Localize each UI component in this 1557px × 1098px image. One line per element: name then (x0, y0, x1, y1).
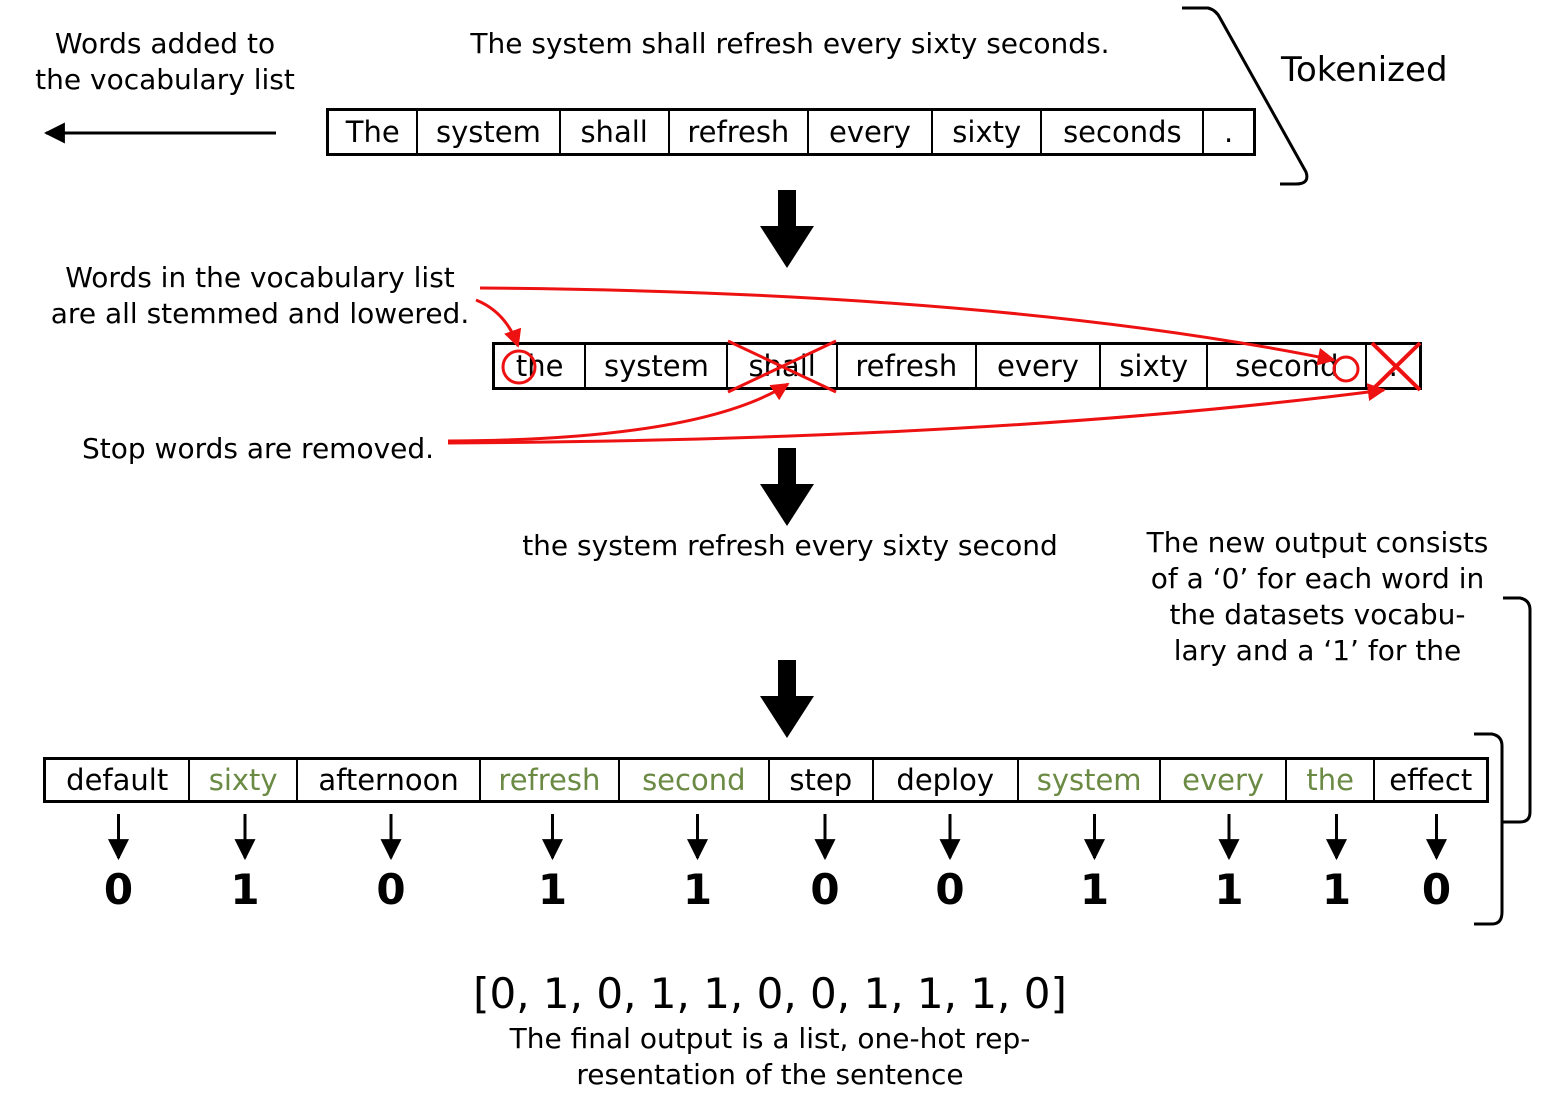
vocab-row-bracket (1474, 732, 1504, 926)
vocab-cell-9: the (1287, 760, 1376, 800)
token-cell-5: sixty (933, 111, 1043, 153)
stem-arrow-second (479, 286, 1336, 366)
bit-value-8: 1 (1214, 865, 1244, 914)
bit-value-2: 0 (376, 865, 406, 914)
vocab-added-label: Words added to the vocabulary list (35, 27, 295, 96)
token-cell-1: system (418, 111, 561, 153)
vocab-cell-8: every (1161, 760, 1287, 800)
vocab-cell-2: afternoon (298, 760, 482, 800)
stemmed-cell-3: refresh (838, 345, 977, 387)
vocab-cell-7: system (1019, 760, 1162, 800)
note-bracket (1503, 596, 1532, 824)
token-cell-6: seconds (1042, 111, 1205, 153)
cross-shall (727, 339, 837, 394)
vocab-cell-0: default (46, 760, 191, 800)
final-vector: [0, 1, 0, 1, 1, 0, 0, 1, 1, 1, 0] (473, 969, 1067, 1018)
token-cell-3: refresh (670, 111, 809, 153)
down-arrow-2 (760, 448, 814, 526)
stem-circle-the (501, 349, 537, 385)
token-cell-7: . (1224, 115, 1234, 149)
original-sentence: The system shall refresh every sixty sec… (470, 27, 1110, 60)
bit-value-1: 1 (230, 865, 260, 914)
processed-sentence: the system refresh every sixty second (522, 529, 1058, 562)
stemmed-cell-5: sixty (1101, 345, 1209, 387)
stop-arrow-period (447, 383, 1386, 445)
tokenized-label: Tokenized (1281, 50, 1448, 90)
stemmed-cell-0: the (495, 345, 587, 387)
stem-circle-second (1332, 355, 1360, 383)
stem-arrow-the (475, 298, 522, 348)
vocab-cell-10: effect (1389, 763, 1473, 797)
bit-value-10: 0 (1421, 865, 1452, 914)
final-caption: The final output is a list, one-hot rep-… (509, 1022, 1031, 1091)
bit-value-0: 0 (103, 865, 134, 914)
vocab-cell-1: sixty (190, 760, 298, 800)
token-cell-0: The (329, 111, 419, 153)
bit-value-9: 1 (1321, 865, 1352, 914)
down-arrow-3 (760, 660, 814, 738)
vocab-cell-6: deploy (874, 760, 1019, 800)
down-arrow-1 (760, 190, 814, 268)
vocab-cell-5: step (770, 760, 874, 800)
stop-arrow-shall (447, 382, 790, 443)
vocab-cell-4: second (620, 760, 770, 800)
bit-value-7: 1 (1079, 865, 1110, 914)
bit-value-6: 0 (935, 865, 965, 914)
stop-words-label: Stop words are removed. (82, 432, 435, 465)
token-cell-2: shall (561, 111, 670, 153)
new-output-label: The new output consists of a ‘0’ for eac… (1146, 526, 1489, 667)
stemmed-label: Words in the vocabulary list are all ste… (50, 261, 470, 330)
stemmed-cell-4: every (977, 345, 1102, 387)
bit-value-4: 1 (682, 865, 713, 914)
bit-value-5: 0 (810, 865, 840, 914)
token-cell-4: every (809, 111, 934, 153)
cross-period (1370, 341, 1422, 392)
vocab-cell-3: refresh (481, 760, 620, 800)
stemmed-cell-1: system (586, 345, 729, 387)
bit-value-3: 1 (537, 865, 568, 914)
tokenized-bracket (1182, 6, 1309, 186)
bit-arrows (108, 814, 1447, 861)
